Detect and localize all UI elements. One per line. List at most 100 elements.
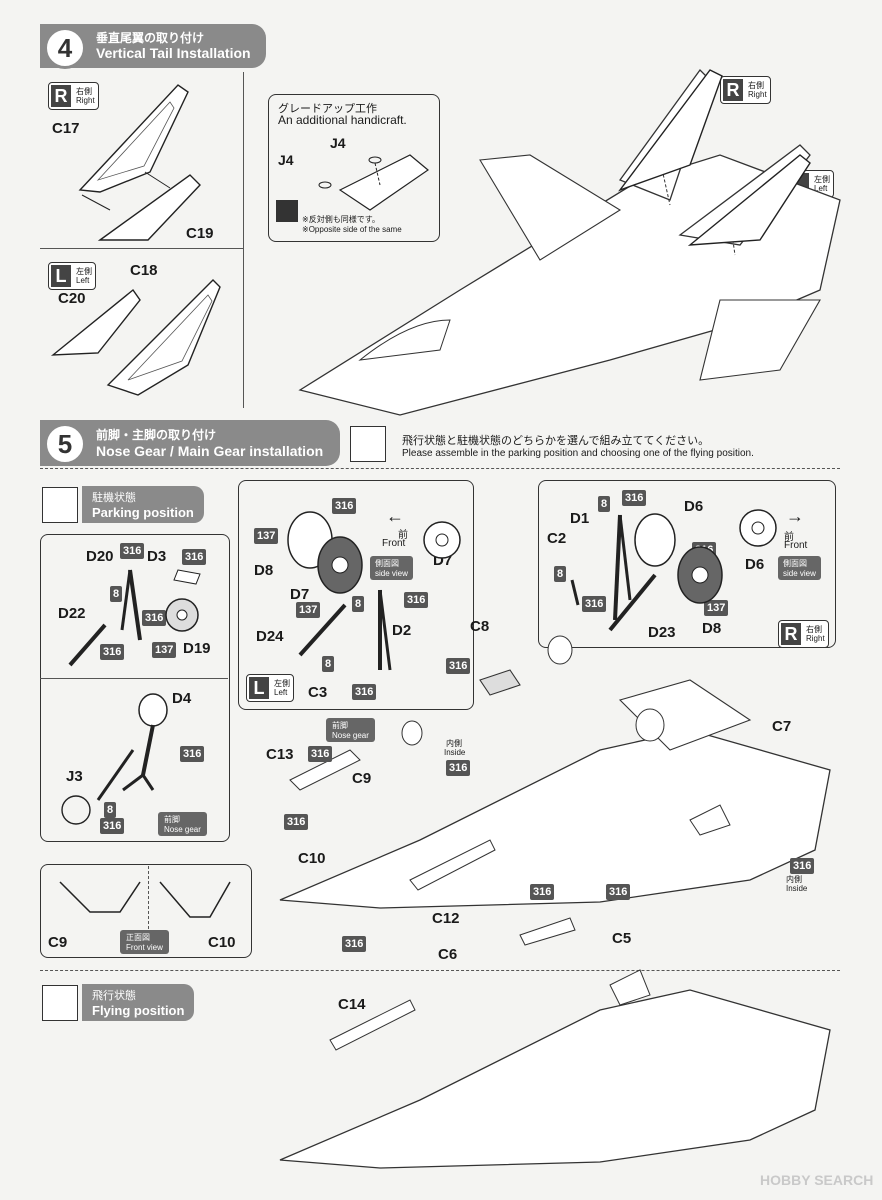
- inside-label-en: Inside: [444, 748, 466, 757]
- paint-badge: 137: [296, 602, 321, 618]
- paint-badge: 316: [182, 549, 207, 565]
- part-label: C9: [48, 934, 68, 951]
- paint-badge: 316: [342, 936, 367, 952]
- paint-badge: 316: [622, 490, 647, 506]
- section-divider: [40, 468, 840, 469]
- step4-number: 4: [44, 27, 86, 69]
- part-label: C7: [772, 718, 792, 735]
- part-label: C5: [612, 930, 632, 947]
- part-label: C6: [438, 946, 458, 963]
- paint-badge: 137: [254, 528, 279, 544]
- vertical-tail-left-drawing: [50, 279, 221, 396]
- choose-note-en: Please assemble in the parking position …: [402, 448, 754, 459]
- part-label: D22: [58, 605, 86, 622]
- paint-badge: 137: [152, 642, 177, 658]
- right-main-gear-drawing: [570, 509, 777, 632]
- left-main-gear-panel: [238, 480, 474, 710]
- step4-title-jp: 垂直尾翼の取り付け: [96, 31, 205, 45]
- choose-icon: [350, 426, 386, 462]
- part-label: D4: [172, 690, 192, 707]
- paint-badge: 8: [322, 656, 335, 672]
- paint-badge: 8: [352, 596, 365, 612]
- part-label: C10: [298, 850, 326, 867]
- upgrade-title-en: An additional handicraft.: [278, 113, 407, 127]
- paint-badge: 316: [446, 658, 471, 674]
- front-label-en: Front: [382, 538, 406, 549]
- paint-badge: 316: [284, 814, 309, 830]
- paint-badge: 8: [554, 566, 567, 582]
- inside-label-en: Inside: [786, 884, 808, 893]
- paint-badge: 316: [606, 884, 631, 900]
- front-arrow-label: ←: [386, 506, 404, 526]
- opposite-note-jp: ※反対側も同様です。: [302, 215, 380, 224]
- part-label: D6: [745, 556, 765, 573]
- part-label: D23: [648, 624, 676, 641]
- paint-badge: 8: [598, 496, 611, 512]
- part-label: D7: [290, 586, 310, 603]
- part-label: J3: [66, 768, 83, 785]
- left-gear-drawing: [68, 569, 201, 667]
- aircraft-parking-drawing: [279, 635, 831, 909]
- right-main-gear-panel: [538, 480, 836, 648]
- divider: [40, 678, 228, 679]
- part-label: D2: [392, 622, 412, 639]
- part-label: D20: [86, 548, 114, 565]
- left-gear-panel: [40, 534, 230, 842]
- paint-badge: 8: [110, 586, 123, 602]
- part-label: D1: [570, 510, 590, 527]
- nose-gear-drawing: [61, 693, 168, 825]
- paint-badge: 316: [308, 746, 333, 762]
- inside-label-jp: 内側: [786, 875, 802, 884]
- front-view-panel: [40, 864, 252, 958]
- paint-badge: 316: [100, 644, 125, 660]
- paint-badge: 316: [790, 858, 815, 874]
- part-label: C17: [52, 120, 80, 137]
- front-view-drawing: [59, 881, 231, 918]
- part-label: C2: [547, 530, 567, 547]
- divider: [40, 248, 243, 249]
- part-label: C8: [470, 618, 490, 635]
- paint-badge: 316: [530, 884, 555, 900]
- part-label: C12: [432, 910, 460, 927]
- left-main-gear-drawing: [287, 511, 461, 671]
- divider: [148, 866, 149, 954]
- aircraft-flying-drawing: [279, 917, 831, 1169]
- paint-badge: 316: [352, 684, 377, 700]
- upgrade-title-jp: グレードアップ工作: [278, 103, 377, 115]
- part-label: C20: [58, 290, 86, 307]
- choose-note-jp: 飛行状態と駐機状態のどちらかを選んで組み立ててください。: [402, 435, 710, 447]
- front-label-en: Front: [784, 540, 808, 551]
- part-label: C13: [266, 746, 294, 763]
- part-label: C9: [352, 770, 372, 787]
- flying-icon: [42, 984, 78, 1021]
- step4-title-en: Vertical Tail Installation: [96, 45, 251, 61]
- step5-header: [40, 420, 340, 466]
- section-divider: [40, 970, 840, 971]
- paint-badge: 316: [100, 818, 125, 834]
- watermark-logo: HOBBY SEARCH: [760, 1172, 874, 1188]
- paint-badge: 316: [120, 543, 145, 559]
- divider: [243, 72, 244, 408]
- step5-title-jp: 前脚・主脚の取り付け: [96, 428, 217, 442]
- part-label: C10: [208, 934, 236, 951]
- paint-badge: 316: [180, 746, 205, 762]
- paint-badge: 316: [404, 592, 429, 608]
- paint-badge: 316: [582, 596, 607, 612]
- part-label: C19: [186, 225, 214, 242]
- part-label: D8: [254, 562, 274, 579]
- parking-icon: [42, 486, 78, 523]
- step5-number: 5: [44, 423, 86, 465]
- knife-icon: [276, 200, 298, 222]
- paint-badge: 316: [142, 610, 167, 626]
- part-label: C18: [130, 262, 158, 279]
